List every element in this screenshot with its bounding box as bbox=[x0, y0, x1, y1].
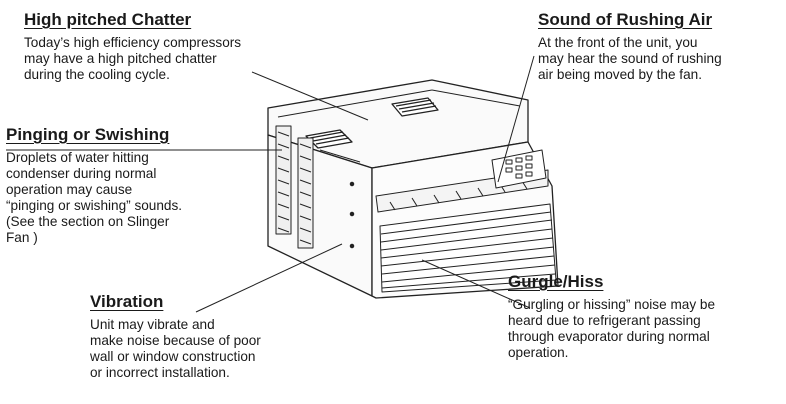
callout-pinging-or-swishing: Pinging or Swishing Droplets of water hi… bbox=[6, 125, 182, 246]
top-vent-left bbox=[305, 129, 353, 149]
front-grille bbox=[379, 203, 557, 293]
heading-sound-of-rushing-air: Sound of Rushing Air bbox=[538, 10, 713, 29]
top-vent-right bbox=[391, 97, 439, 117]
callout-sound-of-rushing-air: Sound of Rushing Air At the front of the… bbox=[538, 10, 722, 83]
leader-line-gurgle bbox=[421, 259, 531, 309]
leader-line-air bbox=[497, 55, 535, 183]
leader-line-vibration bbox=[195, 243, 343, 313]
heading-high-pitched-chatter: High pitched Chatter bbox=[24, 10, 192, 29]
heading-gurgle-hiss: Gurgle/Hiss bbox=[508, 272, 604, 291]
side-louvres bbox=[275, 125, 314, 249]
callout-high-pitched-chatter: High pitched Chatter Today’s high effici… bbox=[24, 10, 241, 83]
heading-vibration: Vibration bbox=[90, 292, 164, 311]
text-pinging-or-swishing: Droplets of water hitting condenser duri… bbox=[6, 150, 183, 245]
leader-line-chatter bbox=[251, 71, 369, 121]
text-high-pitched-chatter: Today’s high efficiency compressors may … bbox=[24, 35, 242, 82]
text-vibration: Unit may vibrate and make noise because … bbox=[90, 317, 261, 380]
heading-pinging-or-swishing: Pinging or Swishing bbox=[6, 125, 170, 144]
control-panel bbox=[491, 149, 547, 189]
text-gurgle-hiss: “Gurgling or hissing” noise may be heard… bbox=[508, 297, 716, 360]
callout-vibration: Vibration Unit may vibrate and make nois… bbox=[90, 292, 261, 381]
text-sound-of-rushing-air: At the front of the unit, you may hear t… bbox=[538, 35, 722, 82]
callout-gurgle-hiss: Gurgle/Hiss “Gurgling or hissing” noise … bbox=[508, 272, 715, 361]
